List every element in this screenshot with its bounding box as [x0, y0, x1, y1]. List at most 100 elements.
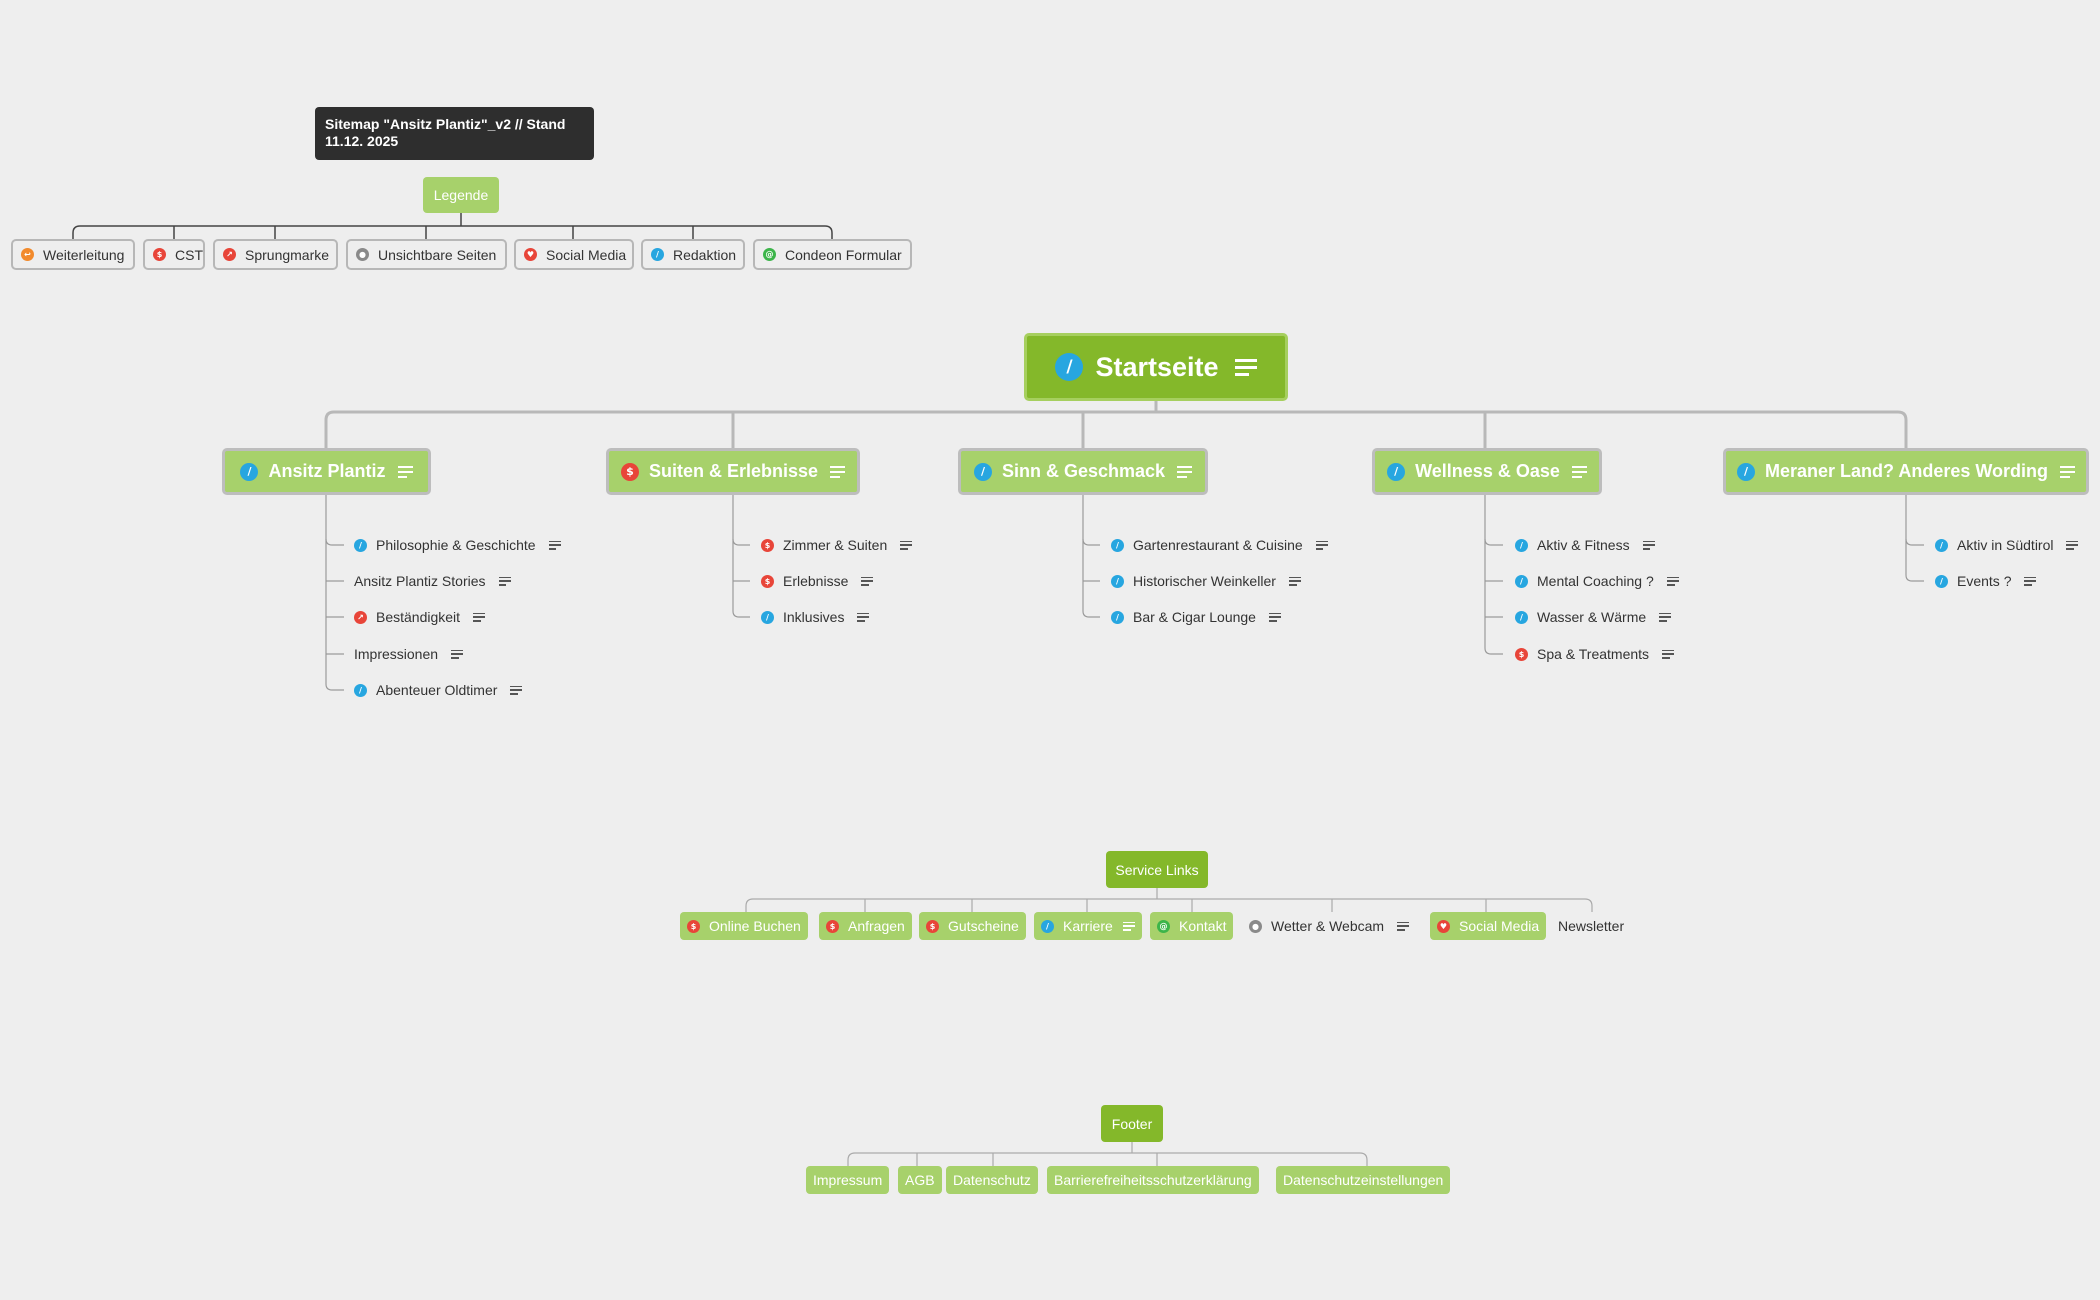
- page-label: Mental Coaching ?: [1537, 573, 1654, 589]
- notes-icon[interactable]: [1666, 576, 1679, 586]
- service-social-media[interactable]: ♥ Social Media: [1430, 912, 1547, 940]
- notes-icon[interactable]: [1122, 921, 1135, 931]
- page-gartenrestaurant-cuisine[interactable]: / Gartenrestaurant & Cuisine: [1111, 534, 1328, 556]
- service-links-header[interactable]: Service Links: [1106, 851, 1208, 888]
- notes-icon[interactable]: [861, 576, 874, 586]
- page-abenteuer-oldtimer[interactable]: / Abenteuer Oldtimer: [354, 679, 523, 701]
- page-aktiv-in-suedtirol[interactable]: / Aktiv in Südtirol: [1935, 534, 2079, 556]
- footer-impressum[interactable]: Impressum: [806, 1166, 890, 1194]
- service-kontakt[interactable]: @ Kontakt: [1150, 912, 1234, 940]
- legend-header[interactable]: Legende: [423, 177, 499, 213]
- page-spa-treatments[interactable]: $ Spa & Treatments: [1515, 643, 1675, 665]
- section-node-suiten-erlebnisse[interactable]: $ Suiten & Erlebnisse: [606, 448, 860, 495]
- page-aktiv-fitness[interactable]: / Aktiv & Fitness: [1515, 534, 1655, 556]
- legend-item-sprungmarke[interactable]: ↗ Sprungmarke: [213, 239, 338, 270]
- notes-icon[interactable]: [830, 465, 846, 478]
- service-anfragen[interactable]: $ Anfragen: [819, 912, 912, 940]
- page-mental-coaching[interactable]: / Mental Coaching ?: [1515, 570, 1679, 592]
- page-label: Erlebnisse: [783, 573, 849, 589]
- notes-icon[interactable]: [1659, 612, 1672, 622]
- page-erlebnisse[interactable]: $ Erlebnisse: [761, 570, 874, 592]
- section-node-meraner-land[interactable]: / Meraner Land? Anderes Wording: [1723, 448, 2089, 495]
- hidden-icon: ●: [1249, 919, 1262, 933]
- service-newsletter[interactable]: Newsletter: [1558, 912, 1624, 940]
- page-label: Aktiv in Südtirol: [1957, 537, 2054, 553]
- legend-item-unsichtbare-seiten[interactable]: ● Unsichtbare Seiten: [346, 239, 507, 270]
- service-gutscheine[interactable]: $ Gutscheine: [919, 912, 1026, 940]
- notes-icon[interactable]: [857, 612, 870, 622]
- notes-icon[interactable]: [1288, 576, 1301, 586]
- page-wasser-waerme[interactable]: / Wasser & Wärme: [1515, 606, 1672, 628]
- notes-icon[interactable]: [1268, 612, 1281, 622]
- cst-icon: $: [687, 919, 700, 933]
- edit-icon: /: [973, 462, 992, 481]
- legend-item-cst[interactable]: $ CST: [143, 239, 205, 270]
- footer-datenschutz[interactable]: Datenschutz: [946, 1166, 1038, 1194]
- edit-icon: /: [1736, 462, 1755, 481]
- notes-icon[interactable]: [498, 576, 511, 586]
- section-node-sinn-geschmack[interactable]: / Sinn & Geschmack: [958, 448, 1208, 495]
- notes-icon[interactable]: [2024, 576, 2037, 586]
- anchor-icon: ↗: [354, 610, 367, 624]
- page-label: Events ?: [1957, 573, 2012, 589]
- legend-item-condeon-formular[interactable]: @ Condeon Formular: [753, 239, 912, 270]
- notes-icon[interactable]: [473, 612, 486, 622]
- footer-agb[interactable]: AGB: [898, 1166, 942, 1194]
- section-node-ansitz-plantiz[interactable]: / Ansitz Plantiz: [222, 448, 431, 495]
- service-online-buchen[interactable]: $ Online Buchen: [680, 912, 808, 940]
- notes-icon[interactable]: [1315, 540, 1328, 550]
- page-events[interactable]: / Events ?: [1935, 570, 2037, 592]
- social-icon: ♥: [524, 248, 537, 261]
- notes-icon[interactable]: [1662, 649, 1675, 659]
- footer-header[interactable]: Footer: [1101, 1105, 1163, 1142]
- anchor-icon: ↗: [223, 248, 236, 261]
- legend-item-weiterleitung[interactable]: ↩ Weiterleitung: [11, 239, 135, 270]
- notes-icon[interactable]: [900, 540, 913, 550]
- notes-icon[interactable]: [451, 649, 464, 659]
- social-icon: ♥: [1437, 919, 1450, 933]
- service-label: Anfragen: [848, 918, 905, 934]
- cst-icon: $: [1515, 647, 1528, 661]
- notes-icon[interactable]: [397, 465, 413, 478]
- page-label: Impressionen: [354, 646, 439, 662]
- notes-icon[interactable]: [1177, 465, 1193, 478]
- edit-icon: /: [1515, 574, 1528, 588]
- service-karriere[interactable]: / Karriere: [1034, 912, 1142, 940]
- legend-item-redaktion[interactable]: / Redaktion: [641, 239, 745, 270]
- page-label: Bar & Cigar Lounge: [1133, 609, 1256, 625]
- section-node-wellness-oase[interactable]: / Wellness & Oase: [1372, 448, 1602, 495]
- edit-icon: /: [1111, 538, 1124, 552]
- page-bestaendigkeit[interactable]: ↗ Beständigkeit: [354, 606, 486, 628]
- footer-barrierefreiheit[interactable]: Barrierefreiheitsschutzerklärung: [1047, 1166, 1259, 1194]
- page-historischer-weinkeller[interactable]: / Historischer Weinkeller: [1111, 570, 1301, 592]
- notes-icon[interactable]: [548, 540, 561, 550]
- page-bar-cigar-lounge[interactable]: / Bar & Cigar Lounge: [1111, 606, 1281, 628]
- footer-datenschutzeinstellungen[interactable]: Datenschutzeinstellungen: [1276, 1166, 1451, 1194]
- notes-icon[interactable]: [1642, 540, 1655, 550]
- page-philosophie-geschichte[interactable]: / Philosophie & Geschichte: [354, 534, 561, 556]
- edit-icon: /: [761, 610, 774, 624]
- page-label: Ansitz Plantiz Stories: [354, 573, 486, 589]
- page-label: Beständigkeit: [376, 609, 461, 625]
- notes-icon[interactable]: [2060, 465, 2076, 478]
- page-label: Philosophie & Geschichte: [376, 537, 536, 553]
- notes-icon[interactable]: [1571, 465, 1587, 478]
- page-ansitz-plantiz-stories[interactable]: Ansitz Plantiz Stories: [354, 570, 511, 592]
- legend-item-social-media[interactable]: ♥ Social Media: [514, 239, 634, 270]
- page-inklusives[interactable]: / Inklusives: [761, 606, 870, 628]
- page-zimmer-suiten[interactable]: $ Zimmer & Suiten: [761, 534, 913, 556]
- notes-icon[interactable]: [1397, 921, 1410, 931]
- service-wetter-webcam[interactable]: ● Wetter & Webcam: [1249, 912, 1410, 940]
- edit-icon: /: [1387, 462, 1406, 481]
- root-node-startseite[interactable]: / Startseite: [1024, 333, 1288, 401]
- service-label: Social Media: [1459, 918, 1540, 934]
- notes-icon[interactable]: [2066, 540, 2079, 550]
- page-label: Abenteuer Oldtimer: [376, 682, 498, 698]
- edit-icon: /: [1111, 610, 1124, 624]
- section-label: Sinn & Geschmack: [1001, 461, 1166, 481]
- page-impressionen[interactable]: Impressionen: [354, 643, 464, 665]
- legend-label: Weiterleitung: [43, 246, 125, 263]
- notes-icon[interactable]: [1234, 358, 1257, 376]
- page-label: Aktiv & Fitness: [1537, 537, 1630, 553]
- notes-icon[interactable]: [510, 685, 523, 695]
